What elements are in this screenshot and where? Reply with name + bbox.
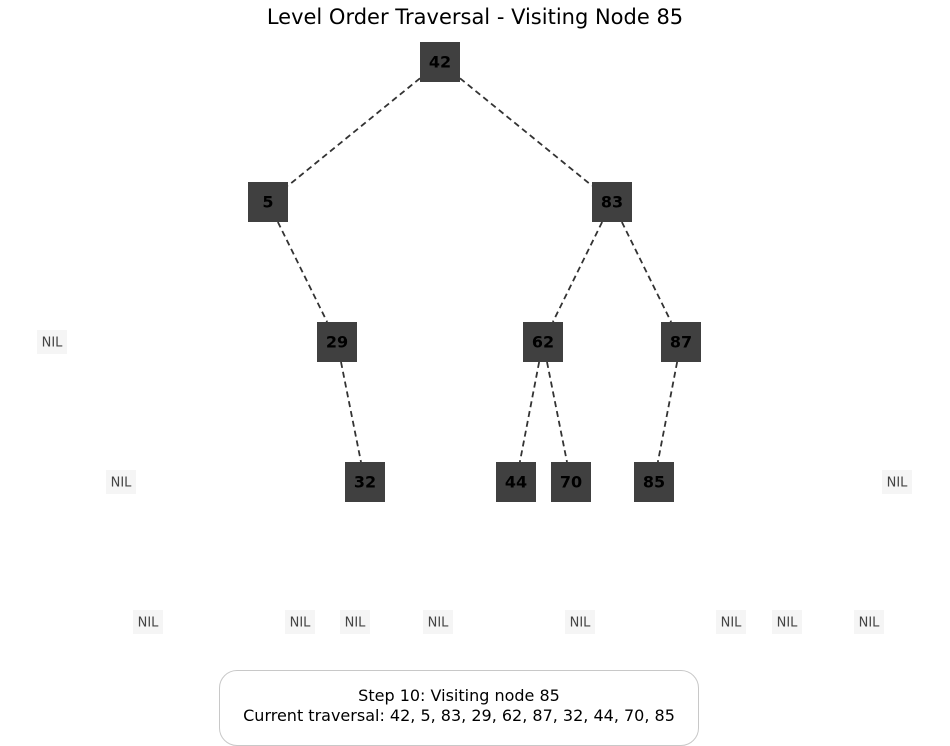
nil-marker: NIL — [106, 470, 136, 494]
edge-n29-n32 — [340, 361, 362, 463]
node-box — [496, 462, 536, 502]
tree-node-70: 70 — [551, 462, 591, 502]
nil-marker: NIL — [340, 610, 370, 634]
traversal-text: Current traversal: 42, 5, 83, 29, 62, 87… — [243, 706, 675, 725]
edge-n62-n70 — [546, 361, 568, 463]
edge-n83-n62 — [552, 221, 603, 323]
tree-node-62: 62 — [523, 322, 563, 362]
nil-marker: NIL — [716, 610, 746, 634]
tree-node-83: 83 — [592, 182, 632, 222]
node-label: 32 — [354, 473, 376, 492]
node-box — [661, 322, 701, 362]
node-label: 62 — [532, 333, 554, 352]
nil-label: NIL — [859, 616, 881, 631]
nil-marker: NIL — [882, 470, 912, 494]
node-box — [248, 182, 288, 222]
tree-node-87: 87 — [661, 322, 701, 362]
nil-marker: NIL — [423, 610, 453, 634]
nil-label: NIL — [290, 616, 312, 631]
nil-marker: NIL — [133, 610, 163, 634]
nil-marker: NIL — [772, 610, 802, 634]
status-box: Step 10: Visiting node 85 Current traver… — [219, 670, 699, 746]
edge-n5-n29 — [277, 221, 328, 323]
nil-marker: NIL — [565, 610, 595, 634]
node-label: 42 — [429, 53, 451, 72]
node-label: 85 — [643, 473, 665, 492]
tree-node-44: 44 — [496, 462, 536, 502]
diagram-title: Level Order Traversal - Visiting Node 85 — [266, 5, 684, 29]
nil-marker: NIL — [37, 330, 67, 354]
nil-label: NIL — [428, 616, 450, 631]
node-box — [345, 462, 385, 502]
nil-label: NIL — [570, 616, 592, 631]
nil-label: NIL — [345, 616, 367, 631]
node-label: 44 — [505, 473, 527, 492]
edge-n83-n87 — [621, 221, 672, 323]
node-label: 29 — [326, 333, 348, 352]
node-box — [551, 462, 591, 502]
nil-label: NIL — [42, 336, 64, 351]
nil-marker: NIL — [285, 610, 315, 634]
nil-label: NIL — [887, 476, 909, 491]
tree-node-42: 42 — [420, 42, 460, 82]
tree-node-5: 5 — [248, 182, 288, 222]
nil-label: NIL — [138, 616, 160, 631]
node-label: 87 — [670, 333, 692, 352]
tree-node-85: 85 — [634, 462, 674, 502]
tree-edges — [277, 77, 679, 463]
tree-node-29: 29 — [317, 322, 357, 362]
node-label: 70 — [560, 473, 582, 492]
nil-label: NIL — [111, 476, 133, 491]
nil-markers: NIL NIL NIL NIL NIL NIL NIL NIL NIL NIL NIL — [37, 330, 912, 634]
edge-n62-n44 — [518, 361, 541, 463]
step-text: Step 10: Visiting node 85 — [358, 686, 560, 705]
nil-label: NIL — [721, 616, 743, 631]
node-box — [523, 322, 563, 362]
edge-n42-n83 — [459, 77, 593, 187]
nil-label: NIL — [777, 616, 799, 631]
node-box — [592, 182, 632, 222]
tree-node-32: 32 — [345, 462, 385, 502]
node-box — [420, 42, 460, 82]
node-box — [634, 462, 674, 502]
edge-n87-n85 — [656, 361, 679, 463]
node-box — [317, 322, 357, 362]
node-label: 83 — [601, 193, 623, 212]
tree-nodes: 42 5 83 29 62 87 32 44 70 85 — [248, 42, 701, 502]
edge-n42-n5 — [287, 77, 421, 187]
nil-marker: NIL — [854, 610, 884, 634]
node-label: 5 — [262, 193, 273, 212]
